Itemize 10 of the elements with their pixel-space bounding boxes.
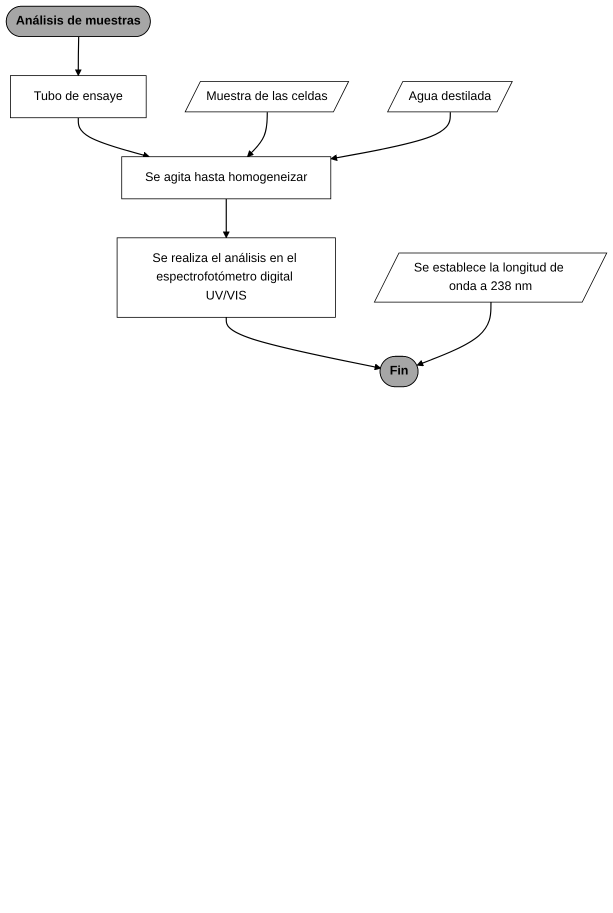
- arrow: [74, 37, 82, 76]
- arrow: [78, 118, 150, 158]
- arrow: [222, 198, 230, 238]
- arrow: [226, 317, 382, 370]
- arrow: [416, 302, 492, 366]
- arrow: [330, 112, 451, 162]
- node-box: Se agita hasta homogeneizar: [121, 156, 332, 200]
- arrow: [247, 112, 268, 158]
- node-box: Se realiza el análisis en el espectrofotómetro digital UV/VIS: [116, 237, 336, 318]
- node-box: Tubo de ensaye: [10, 75, 147, 118]
